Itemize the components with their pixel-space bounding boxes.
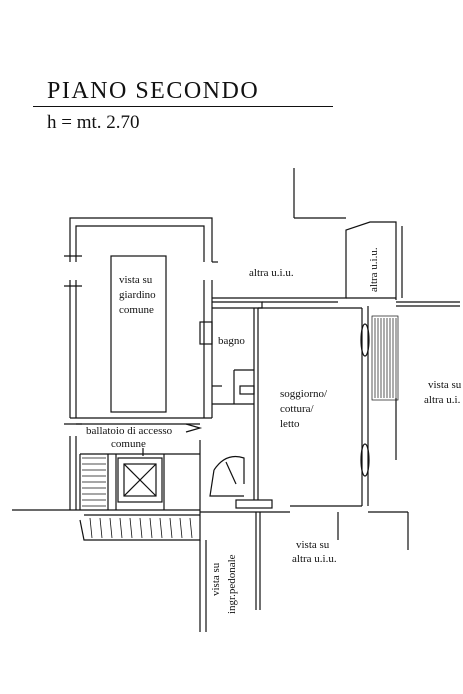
- bottom-view-label-2: altra u.i.u.: [292, 553, 337, 565]
- entrance-view-label-2: ingr.pedonale: [226, 554, 238, 614]
- garden-view-label-1: vista su: [119, 274, 153, 286]
- apartment-walls: [212, 168, 460, 550]
- other-unit-label-vertical: altra u.i.u.: [368, 247, 380, 292]
- garden-view-label-2: giardino: [119, 289, 156, 301]
- living-room-label-2: cottura/: [280, 403, 315, 415]
- floor-title: PIANO SECONDO: [47, 78, 260, 104]
- right-view-label-1: vista su: [428, 379, 462, 391]
- ceiling-height: h = mt. 2.70: [47, 112, 140, 133]
- title-underline: [33, 106, 333, 107]
- entrance-view-label-1: vista su: [210, 562, 222, 596]
- bathroom-label: bagno: [218, 335, 245, 347]
- living-room-label-1: soggiorno/: [280, 388, 328, 400]
- bottom-view-label-1: vista su: [296, 539, 330, 551]
- walkway-label-2: comune: [111, 438, 146, 450]
- garden-void: [110, 255, 167, 413]
- bathroom-window: [199, 321, 213, 345]
- other-unit-label-top: altra u.i.u.: [249, 267, 294, 279]
- left-block-walls: [69, 217, 218, 510]
- walkway-label-1: ballatoio di accesso: [86, 425, 173, 437]
- right-view-label-2: altra u.i.: [424, 394, 461, 406]
- garden-view-label-3: comune: [119, 304, 154, 316]
- entrance-path: [199, 512, 261, 632]
- spiral-stair: [209, 455, 273, 509]
- balcony-hatch: [371, 315, 399, 401]
- stair-block: [12, 423, 290, 541]
- living-room-label-3: letto: [280, 418, 300, 430]
